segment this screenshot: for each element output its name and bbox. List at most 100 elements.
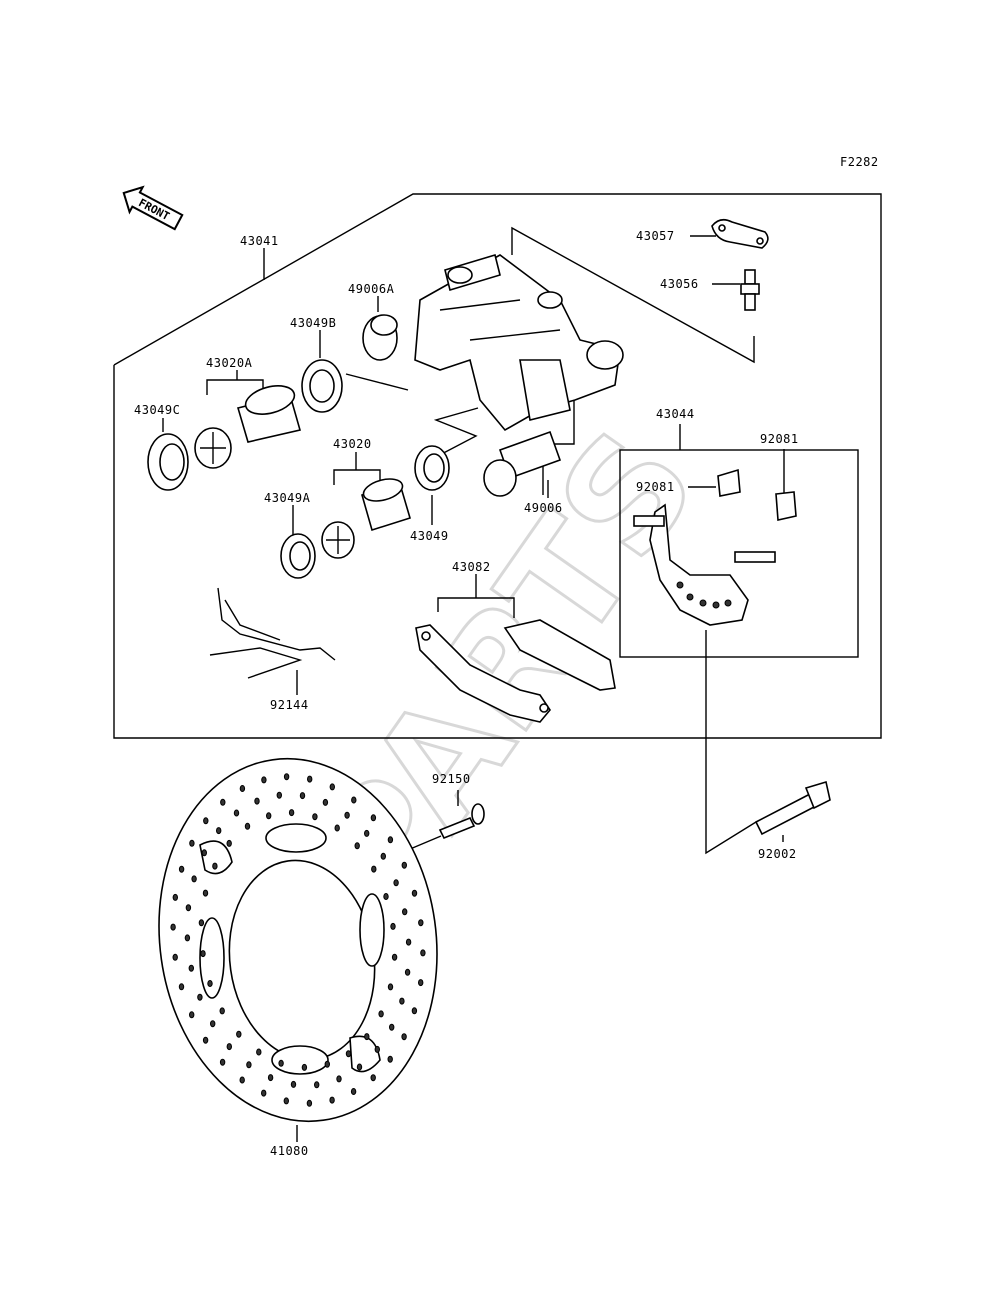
disc-hole	[244, 822, 251, 830]
pin-boot-lower	[483, 430, 562, 497]
pin-boot-upper	[362, 314, 398, 361]
disc-hole	[200, 950, 206, 958]
disc-hole	[278, 1059, 284, 1067]
disc-hole	[189, 839, 195, 847]
disc-hole	[402, 908, 408, 916]
disc-hole	[299, 792, 306, 800]
disc-hole	[387, 836, 394, 844]
disc-hole	[390, 922, 396, 930]
disc-hole	[370, 814, 377, 822]
disc-hole	[387, 983, 394, 991]
bleeder-cap	[711, 218, 769, 249]
label-92144: 92144	[270, 698, 309, 712]
label-43082: 43082	[452, 560, 491, 574]
seal-43049b	[301, 359, 343, 413]
disc-hole	[216, 827, 222, 835]
disc-hole	[261, 776, 267, 784]
disc-hole	[356, 1063, 363, 1071]
disc-hole	[191, 875, 197, 883]
disc-hole	[197, 993, 203, 1001]
disc-hole	[203, 817, 209, 825]
brake-pads	[415, 619, 616, 723]
disc-hole	[267, 1074, 274, 1082]
seal-43049c	[147, 433, 189, 491]
pad-spring	[209, 587, 336, 679]
label-41080: 41080	[270, 1144, 309, 1158]
label-43049a: 43049A	[264, 491, 311, 505]
label-92081-right: 92081	[760, 432, 799, 446]
caliper-assembly-frame	[113, 193, 882, 739]
disc-hole	[170, 923, 176, 931]
disc-hole	[210, 1020, 216, 1028]
label-43056: 43056	[660, 277, 699, 291]
disc-hole	[389, 1023, 395, 1031]
disc-hole	[212, 862, 218, 870]
disc-hole	[226, 839, 232, 847]
disc-hole	[329, 783, 335, 791]
bleeder-valve	[740, 269, 760, 311]
label-43049: 43049	[410, 529, 449, 543]
disc-hole	[202, 1036, 209, 1044]
disc-hole	[172, 953, 178, 961]
disc-hole	[336, 1075, 342, 1083]
disc-hole	[184, 934, 191, 942]
label-49006: 49006	[524, 501, 563, 515]
disc-hole	[254, 797, 260, 805]
piston-43020	[321, 478, 411, 559]
disc-hole	[256, 1048, 262, 1056]
disc-hole	[324, 1060, 330, 1068]
disc-hole	[378, 1010, 384, 1018]
disc-hole	[201, 849, 208, 857]
bracket-clips	[717, 468, 797, 521]
disc-hole	[172, 893, 179, 901]
label-43057: 43057	[636, 229, 675, 243]
label-92002: 92002	[758, 847, 797, 861]
caliper-bracket	[633, 503, 776, 626]
disc-hole	[306, 1099, 313, 1107]
disc-hole	[418, 979, 424, 987]
bracket-frame	[619, 449, 859, 658]
disc-hole	[189, 1011, 195, 1019]
disc-hole	[198, 919, 205, 927]
disc-bolt-92150	[438, 803, 485, 840]
disc-hole	[334, 824, 340, 832]
leader-lines	[162, 226, 785, 1142]
disc-hole	[411, 889, 418, 897]
piston-43020a	[194, 385, 302, 469]
disc-hole	[312, 813, 318, 821]
part-number-labels: 43041 43057 43056 49006A 43049B 43020A 4…	[134, 229, 799, 1158]
disc-hole	[383, 893, 389, 900]
disc-hole	[290, 1080, 297, 1088]
label-43020a: 43020A	[206, 356, 253, 370]
disc-hole	[354, 842, 360, 850]
disc-hole	[380, 852, 386, 860]
disc-hole	[314, 1081, 320, 1089]
label-43049c: 43049C	[134, 403, 180, 417]
disc-hole	[261, 1089, 267, 1097]
disc-hole	[370, 1074, 376, 1082]
disc-hole	[301, 1063, 308, 1071]
front-arrow-icon: FRONT	[122, 185, 184, 231]
disc-hole	[387, 1055, 393, 1063]
figure-code: F2282	[840, 155, 879, 169]
disc-hole	[401, 1033, 407, 1041]
seal-43049a	[280, 533, 316, 579]
disc-hole	[283, 773, 290, 781]
disc-hole	[283, 1097, 289, 1105]
disc-hole	[276, 791, 282, 799]
label-43044: 43044	[656, 407, 695, 421]
disc-hole	[239, 1076, 245, 1084]
disc-hole	[411, 1007, 418, 1015]
disc-hole	[236, 1030, 242, 1038]
disc-hole	[246, 1061, 252, 1069]
label-43020: 43020	[333, 437, 372, 451]
caliper-body	[414, 253, 624, 432]
disc-hole	[351, 796, 357, 804]
disc-hole	[220, 798, 226, 806]
disc-hole	[364, 829, 370, 837]
disc-hole	[202, 889, 209, 897]
disc-hole	[401, 861, 407, 869]
disc-hole	[418, 919, 424, 927]
disc-hole	[371, 865, 377, 873]
